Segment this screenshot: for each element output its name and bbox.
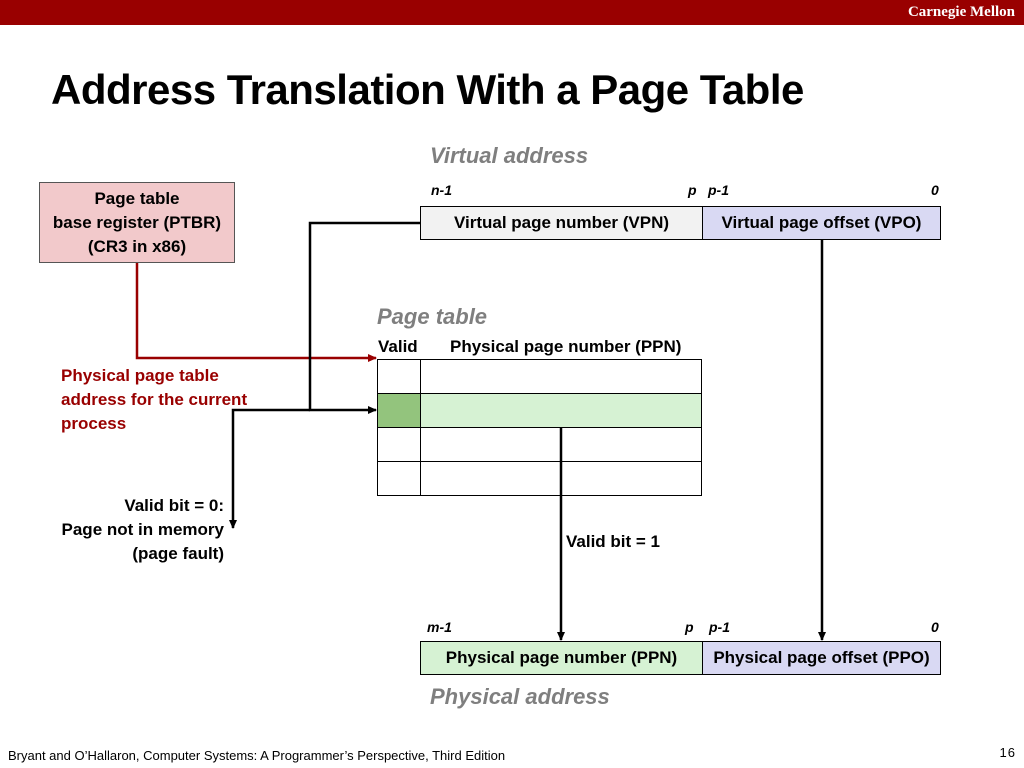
pa-bit-high: m-1 — [427, 619, 452, 635]
pa-bit-p: p — [685, 619, 694, 635]
vpn-arrow — [308, 221, 420, 414]
pt-ppn-cell-selected — [420, 393, 702, 428]
pt-address-note-line: address for the current — [61, 390, 248, 409]
pt-valid-cell — [377, 359, 421, 394]
pt-ppn-cell — [420, 427, 702, 462]
pt-address-note-line: process — [61, 414, 127, 433]
valid-column-header: Valid — [378, 337, 418, 356]
ptbr-line-2: base register (PTBR) — [52, 212, 222, 232]
va-bit-p: p — [688, 182, 697, 198]
va-bit-p-minus-1: p-1 — [708, 182, 729, 198]
pt-address-note: Physical page table address for the curr… — [61, 364, 247, 436]
pt-valid-cell-selected — [377, 393, 421, 428]
slide-title: Address Translation With a Page Table — [51, 66, 804, 113]
virtual-address-label: Virtual address — [430, 143, 589, 168]
pt-valid-cell — [377, 461, 421, 496]
pt-ppn-cell — [420, 461, 702, 496]
ptbr-line-3: (CR3 in x86) — [87, 236, 187, 256]
page-number: 16 — [999, 745, 1016, 760]
ptbr-box: Page table base register (PTBR) (CR3 in … — [39, 182, 235, 263]
physical-address-label: Physical address — [430, 684, 610, 709]
page-fault-note: Valid bit = 0: Page not in memory (page … — [62, 494, 224, 566]
page-fault-arrow — [229, 408, 310, 529]
pt-ppn-cell — [420, 359, 702, 394]
page-table-label: Page table — [377, 304, 488, 329]
va-bit-high: n-1 — [431, 182, 452, 198]
valid-bit-1-note: Valid bit = 1 — [566, 532, 661, 551]
page-fault-note-line: Valid bit = 0: — [124, 496, 224, 515]
ppn-field: Physical page number (PPN) — [420, 641, 703, 675]
ptbr-line-1: Page table — [94, 188, 180, 208]
ppn-column-header: Physical page number (PPN) — [450, 337, 682, 356]
top-bar: Carnegie Mellon — [0, 0, 1024, 25]
page-fault-note-line: (page fault) — [132, 544, 224, 563]
vpo-field: Virtual page offset (VPO) — [702, 206, 941, 240]
brand-name: Carnegie Mellon — [907, 4, 1015, 20]
ppo-field: Physical page offset (PPO) — [702, 641, 941, 675]
footer-citation: Bryant and O’Hallaron, Computer Systems:… — [8, 748, 506, 763]
pa-bit-p-minus-1: p-1 — [709, 619, 730, 635]
vpn-field: Virtual page number (VPN) — [420, 206, 703, 240]
ptbr-arrow — [135, 263, 377, 362]
pt-valid-cell — [377, 427, 421, 462]
page-fault-note-line: Page not in memory — [61, 520, 224, 539]
pa-bit-zero: 0 — [931, 619, 939, 635]
pt-address-note-line: Physical page table — [61, 366, 219, 385]
va-bit-zero: 0 — [931, 182, 939, 198]
